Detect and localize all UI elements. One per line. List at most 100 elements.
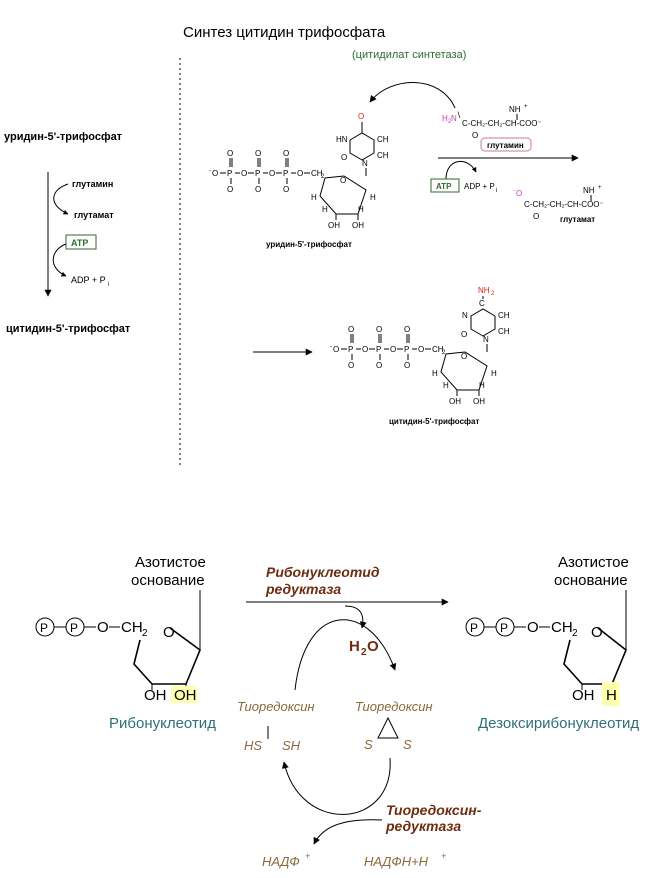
svg-text:N: N	[362, 159, 368, 168]
glutamine-structure: H 2 N ∖ C-CH₂-CH₂-CH-COO⁻ O NH +	[442, 104, 542, 140]
nadp-label: НАДФ	[262, 854, 300, 869]
svg-text:O: O	[297, 169, 303, 178]
svg-text:O: O	[533, 212, 539, 221]
svg-text:O: O	[340, 176, 346, 185]
svg-text:N: N	[451, 114, 457, 123]
ribonucleotide-structure: P P O CH 2 O	[35, 590, 201, 690]
svg-text:P: P	[255, 169, 260, 178]
svg-text:H: H	[311, 193, 317, 202]
cycle-arrow-bottom	[281, 757, 391, 815]
svg-text:2: 2	[448, 119, 452, 125]
svg-text:O: O	[341, 153, 347, 162]
svg-text:-: -	[209, 168, 211, 174]
svg-text:CH: CH	[377, 151, 389, 160]
h2o-sub: 2	[361, 647, 367, 658]
left-glutamine-curve	[53, 183, 69, 215]
enzyme2-line1: Тиоредоксин-	[386, 802, 482, 818]
glutamine-box	[480, 137, 532, 152]
svg-text:O: O	[283, 185, 289, 194]
nadp-sup: +	[305, 851, 310, 861]
svg-text:H: H	[370, 193, 376, 202]
cycle-arrow-top	[294, 619, 397, 691]
h2o-o: O	[367, 638, 379, 655]
svg-text:NH: NH	[583, 186, 595, 195]
svg-text:O: O	[358, 112, 364, 121]
svg-text:O: O	[348, 325, 354, 334]
svg-text:2: 2	[442, 350, 446, 356]
svg-text:HN: HN	[336, 135, 348, 144]
svg-text:O: O	[333, 345, 339, 354]
svg-text:OH: OH	[473, 397, 485, 406]
left-atp-box	[65, 234, 97, 250]
svg-text:O: O	[97, 619, 109, 636]
nadph-label: НАДФН+Н	[364, 854, 429, 869]
svg-text:P: P	[40, 621, 48, 635]
base-right-line1: Азотистое	[558, 554, 629, 571]
svg-text:-: -	[513, 188, 515, 194]
svg-text:P: P	[500, 621, 508, 635]
svg-text:O: O	[461, 330, 467, 339]
oh-right: OH	[174, 687, 197, 704]
utp-label: уридин-5'-трифосфат	[266, 240, 352, 249]
svg-text:O: O	[527, 619, 539, 636]
atp-curve-top	[445, 161, 477, 180]
adp-sub-top: i	[496, 188, 497, 194]
nadp-arrow	[313, 819, 383, 845]
svg-text:P: P	[283, 169, 288, 178]
ctp-structure: O - P O O O P O O O P O O O CH 2 O H H	[330, 286, 510, 406]
svg-text:CH: CH	[311, 169, 323, 178]
atp-box-top	[430, 178, 460, 193]
sh-label: SH	[282, 738, 301, 753]
hs-label: HS	[244, 738, 262, 753]
svg-text:O: O	[516, 189, 522, 198]
svg-text:O: O	[472, 131, 478, 140]
svg-text:P: P	[70, 621, 78, 635]
adp-label-top: ADP + P	[464, 182, 495, 191]
svg-text:2: 2	[491, 291, 495, 297]
svg-text:+: +	[524, 104, 528, 110]
h2o-arrow	[344, 605, 367, 629]
svg-text:O: O	[283, 149, 289, 158]
svg-text:CH: CH	[551, 619, 573, 636]
s2-label: S	[403, 737, 412, 752]
left-product-label: цитидин-5'-трифосфат	[6, 323, 131, 335]
svg-text:∖: ∖	[456, 111, 461, 120]
svg-text:OH: OH	[328, 221, 340, 230]
svg-text:O: O	[227, 185, 233, 194]
left-glutamate-label: глутамат	[74, 210, 114, 220]
svg-text:2: 2	[142, 628, 148, 639]
left-atp-curve	[52, 243, 67, 277]
amine-transfer-arrow	[369, 82, 456, 109]
atp-label-top: ATP	[436, 182, 452, 191]
svg-text:O: O	[163, 624, 175, 641]
enzyme1-line1: Рибонуклеотид	[266, 564, 380, 580]
svg-text:O: O	[461, 352, 467, 361]
oh-deoxy: OH	[572, 687, 595, 704]
left-adp-label: ADP + P	[71, 275, 106, 285]
svg-text:CH: CH	[121, 619, 143, 636]
svg-text:P: P	[227, 169, 232, 178]
left-substrate-label: уридин-5'-трифосфат	[4, 131, 123, 143]
glutamate-structure: O - C-CH₂-CH₂-CH-COO⁻ O NH +	[513, 185, 604, 221]
svg-text:-: -	[330, 344, 332, 350]
svg-text:O: O	[591, 624, 603, 641]
s1-label: S	[364, 737, 373, 752]
nadph-sup: +	[441, 851, 446, 861]
svg-text:P: P	[376, 345, 381, 354]
svg-text:NH: NH	[509, 105, 521, 114]
h-deoxy: H	[606, 687, 617, 704]
svg-text:H: H	[358, 205, 364, 214]
svg-text:O: O	[255, 149, 261, 158]
left-glutamine-label: глутамин	[72, 179, 113, 189]
h-highlight-right	[602, 682, 620, 706]
svg-text:O: O	[241, 169, 247, 178]
enzyme-label: (цитидилат синтетаза)	[352, 49, 466, 61]
enzyme1-line2: редуктаза	[265, 581, 341, 597]
base-left-line1: Азотистое	[135, 554, 206, 571]
svg-text:O: O	[255, 185, 261, 194]
svg-text:P: P	[404, 345, 409, 354]
deoxyribonucleotide-structure: P P O CH 2 O	[465, 590, 627, 690]
svg-text:C-CH₂-CH₂-CH-COO⁻: C-CH₂-CH₂-CH-COO⁻	[462, 119, 542, 128]
svg-text:P: P	[348, 345, 353, 354]
